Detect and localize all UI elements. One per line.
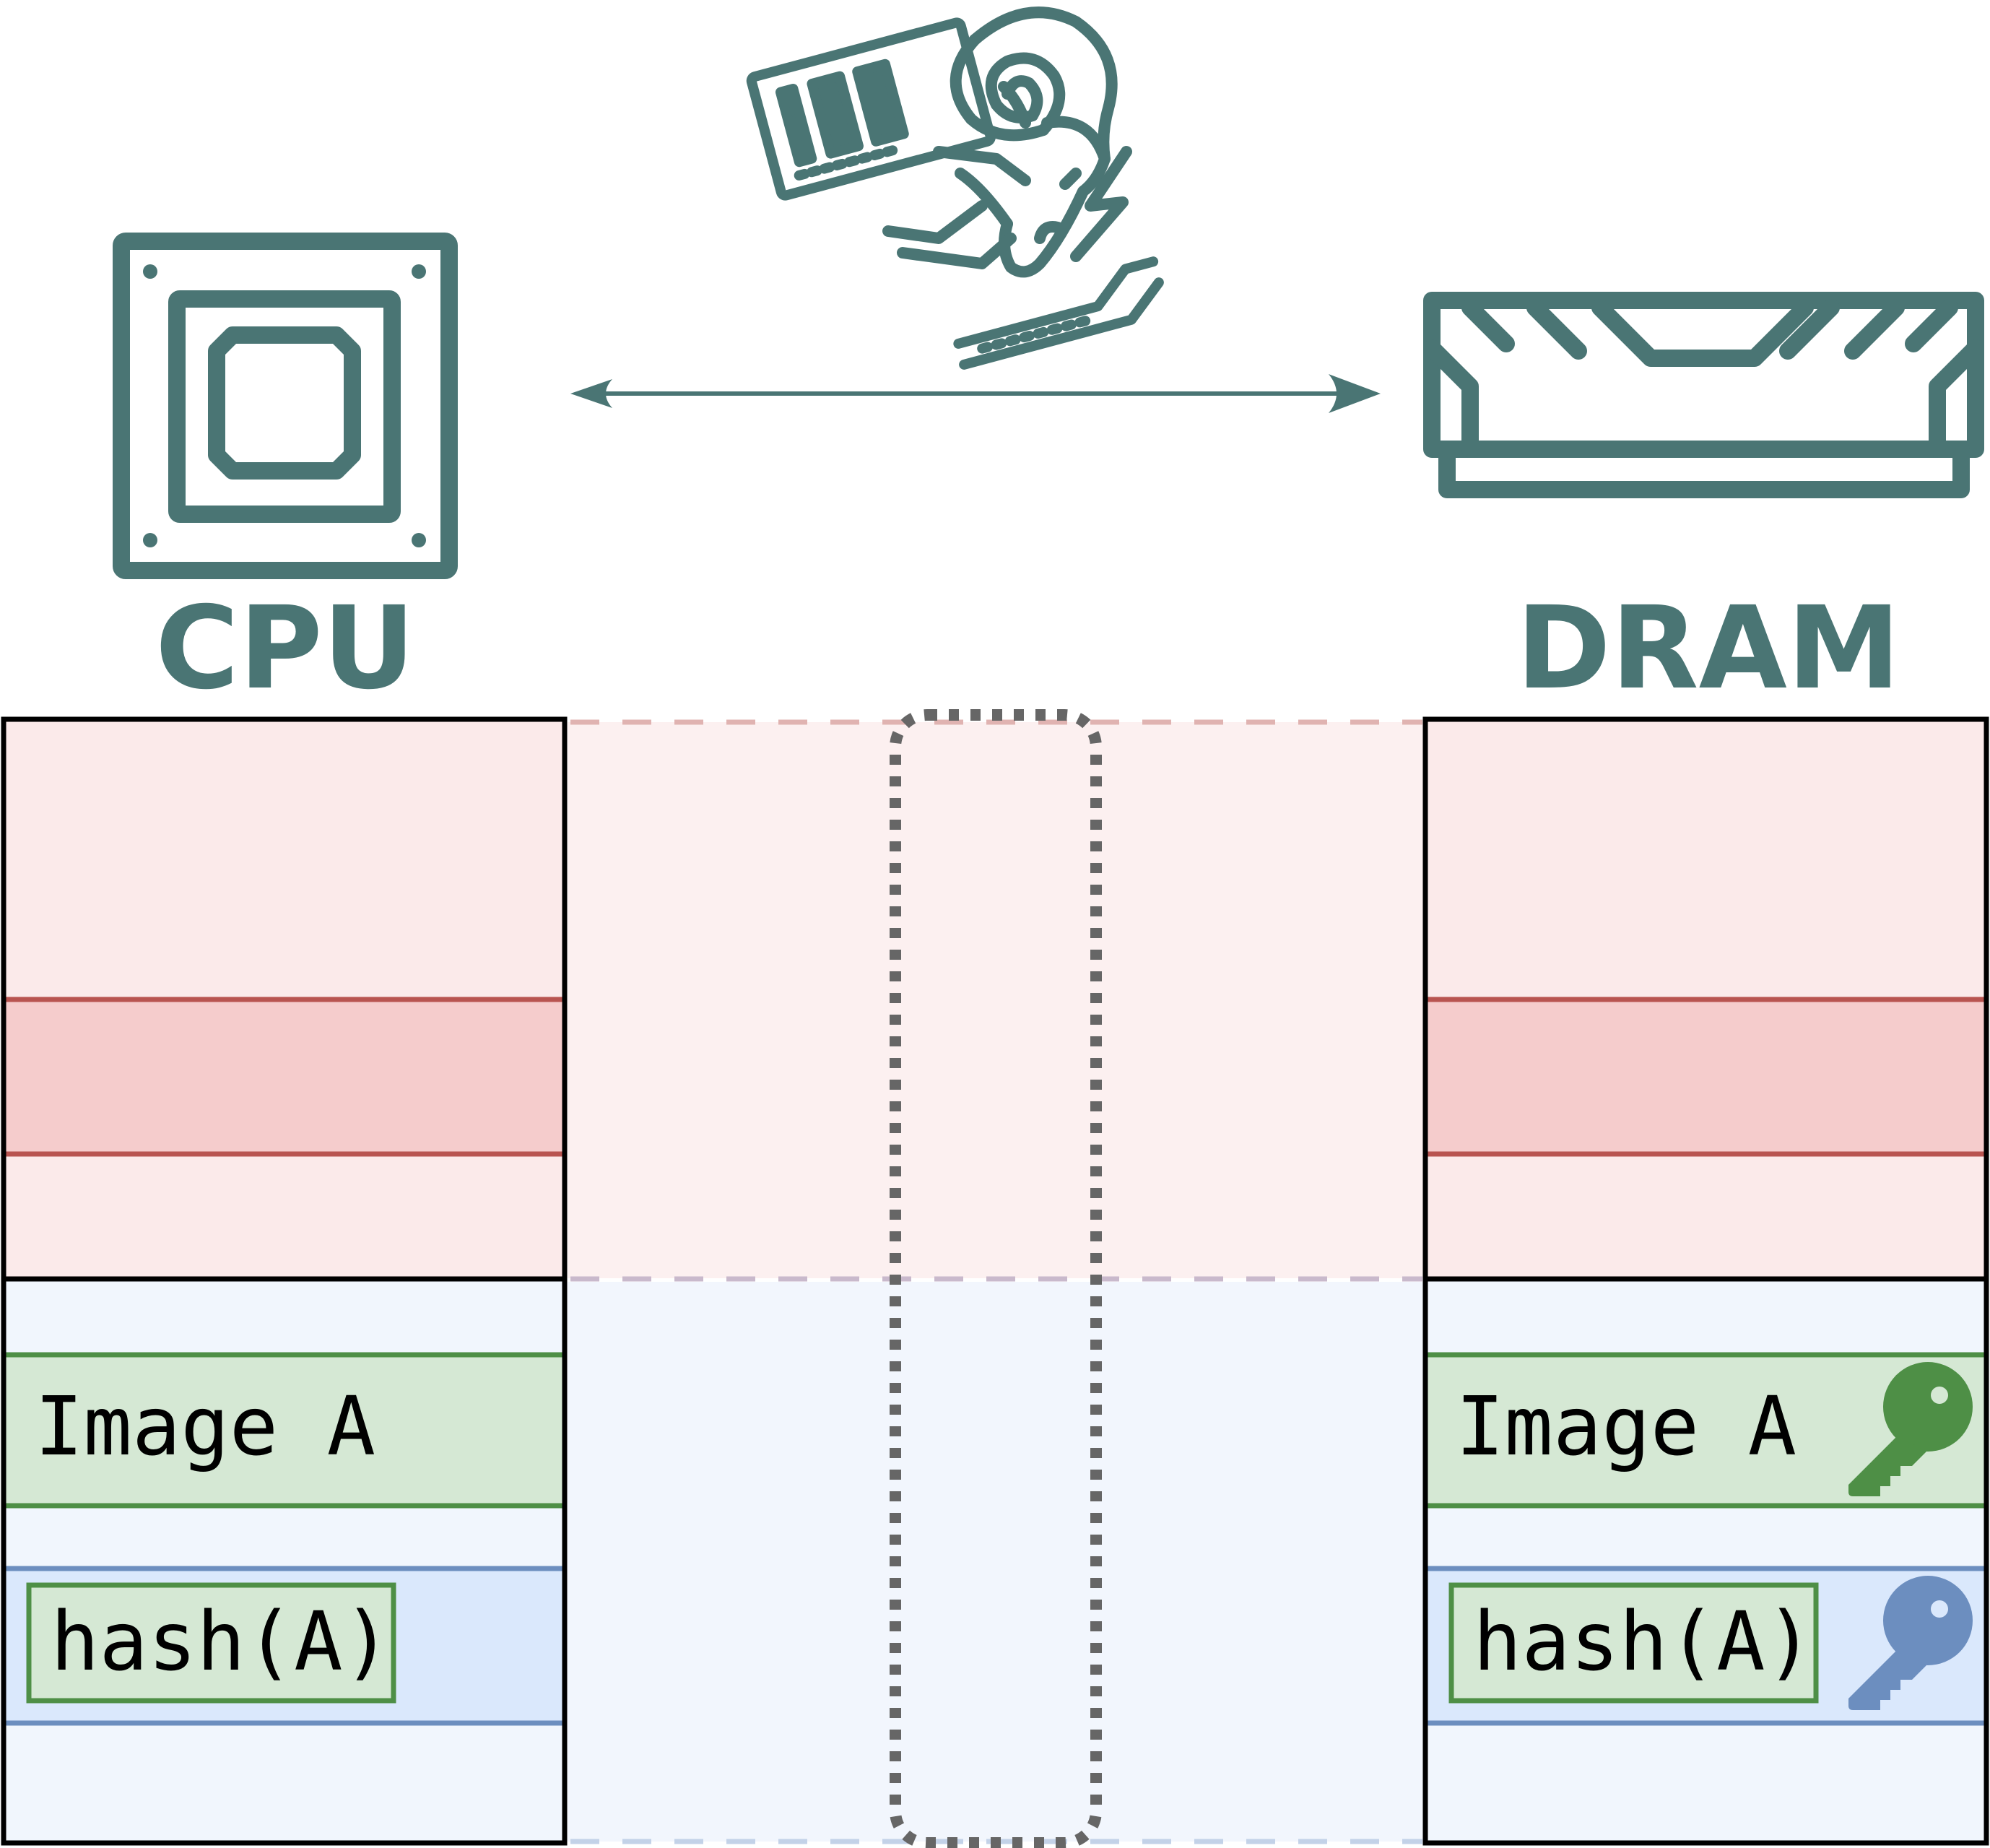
dram-red-band: [1422, 997, 1989, 1157]
double-arrow-icon: [570, 374, 1381, 413]
dram-hash-label: hash(A): [1473, 1595, 1814, 1689]
dram-image-label: Image A: [1456, 1380, 1796, 1474]
cpu-image-block: [1, 1352, 568, 1509]
ram-module-icon: [1423, 292, 1984, 498]
hash-key-icon: [1848, 1576, 1973, 1710]
cpu-hash-block: [26, 1582, 396, 1704]
cpu-image-label: Image A: [35, 1380, 375, 1474]
cpu-chip-icon: [113, 233, 458, 579]
cpu-memory-column: Image A hash(A): [1, 716, 568, 1846]
ram-goat-rowhammer-icon: [746, 6, 1164, 370]
image-key-icon: [1848, 1362, 1973, 1496]
dram-memory-column: Image A hash(A): [1422, 716, 1989, 1846]
bus-region: [568, 709, 1425, 1848]
cpu-label: CPU: [155, 582, 415, 715]
cpu-hash-label: hash(A): [51, 1595, 391, 1689]
cpu-red-band: [1, 997, 568, 1157]
dram-hash-block: [1448, 1582, 1819, 1704]
dram-label: DRAM: [1516, 582, 1900, 715]
attack-window-outline: [890, 709, 1102, 1848]
